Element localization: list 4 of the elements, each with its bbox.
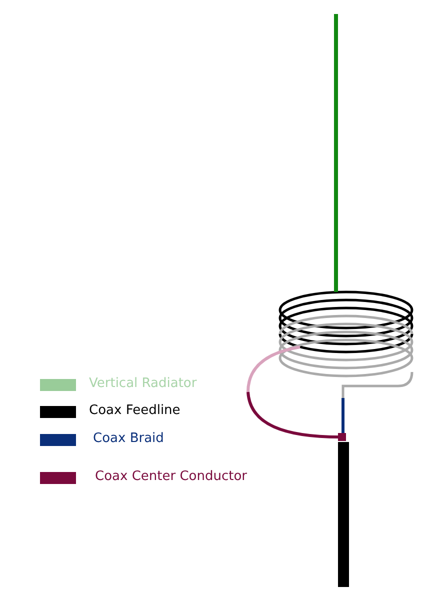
- legend-label: Coax Braid: [93, 431, 164, 447]
- legend-label: Vertical Radiator: [89, 376, 197, 392]
- legend-label: Coax Feedline: [89, 403, 180, 419]
- legend-label: Coax Center Conductor: [95, 469, 248, 485]
